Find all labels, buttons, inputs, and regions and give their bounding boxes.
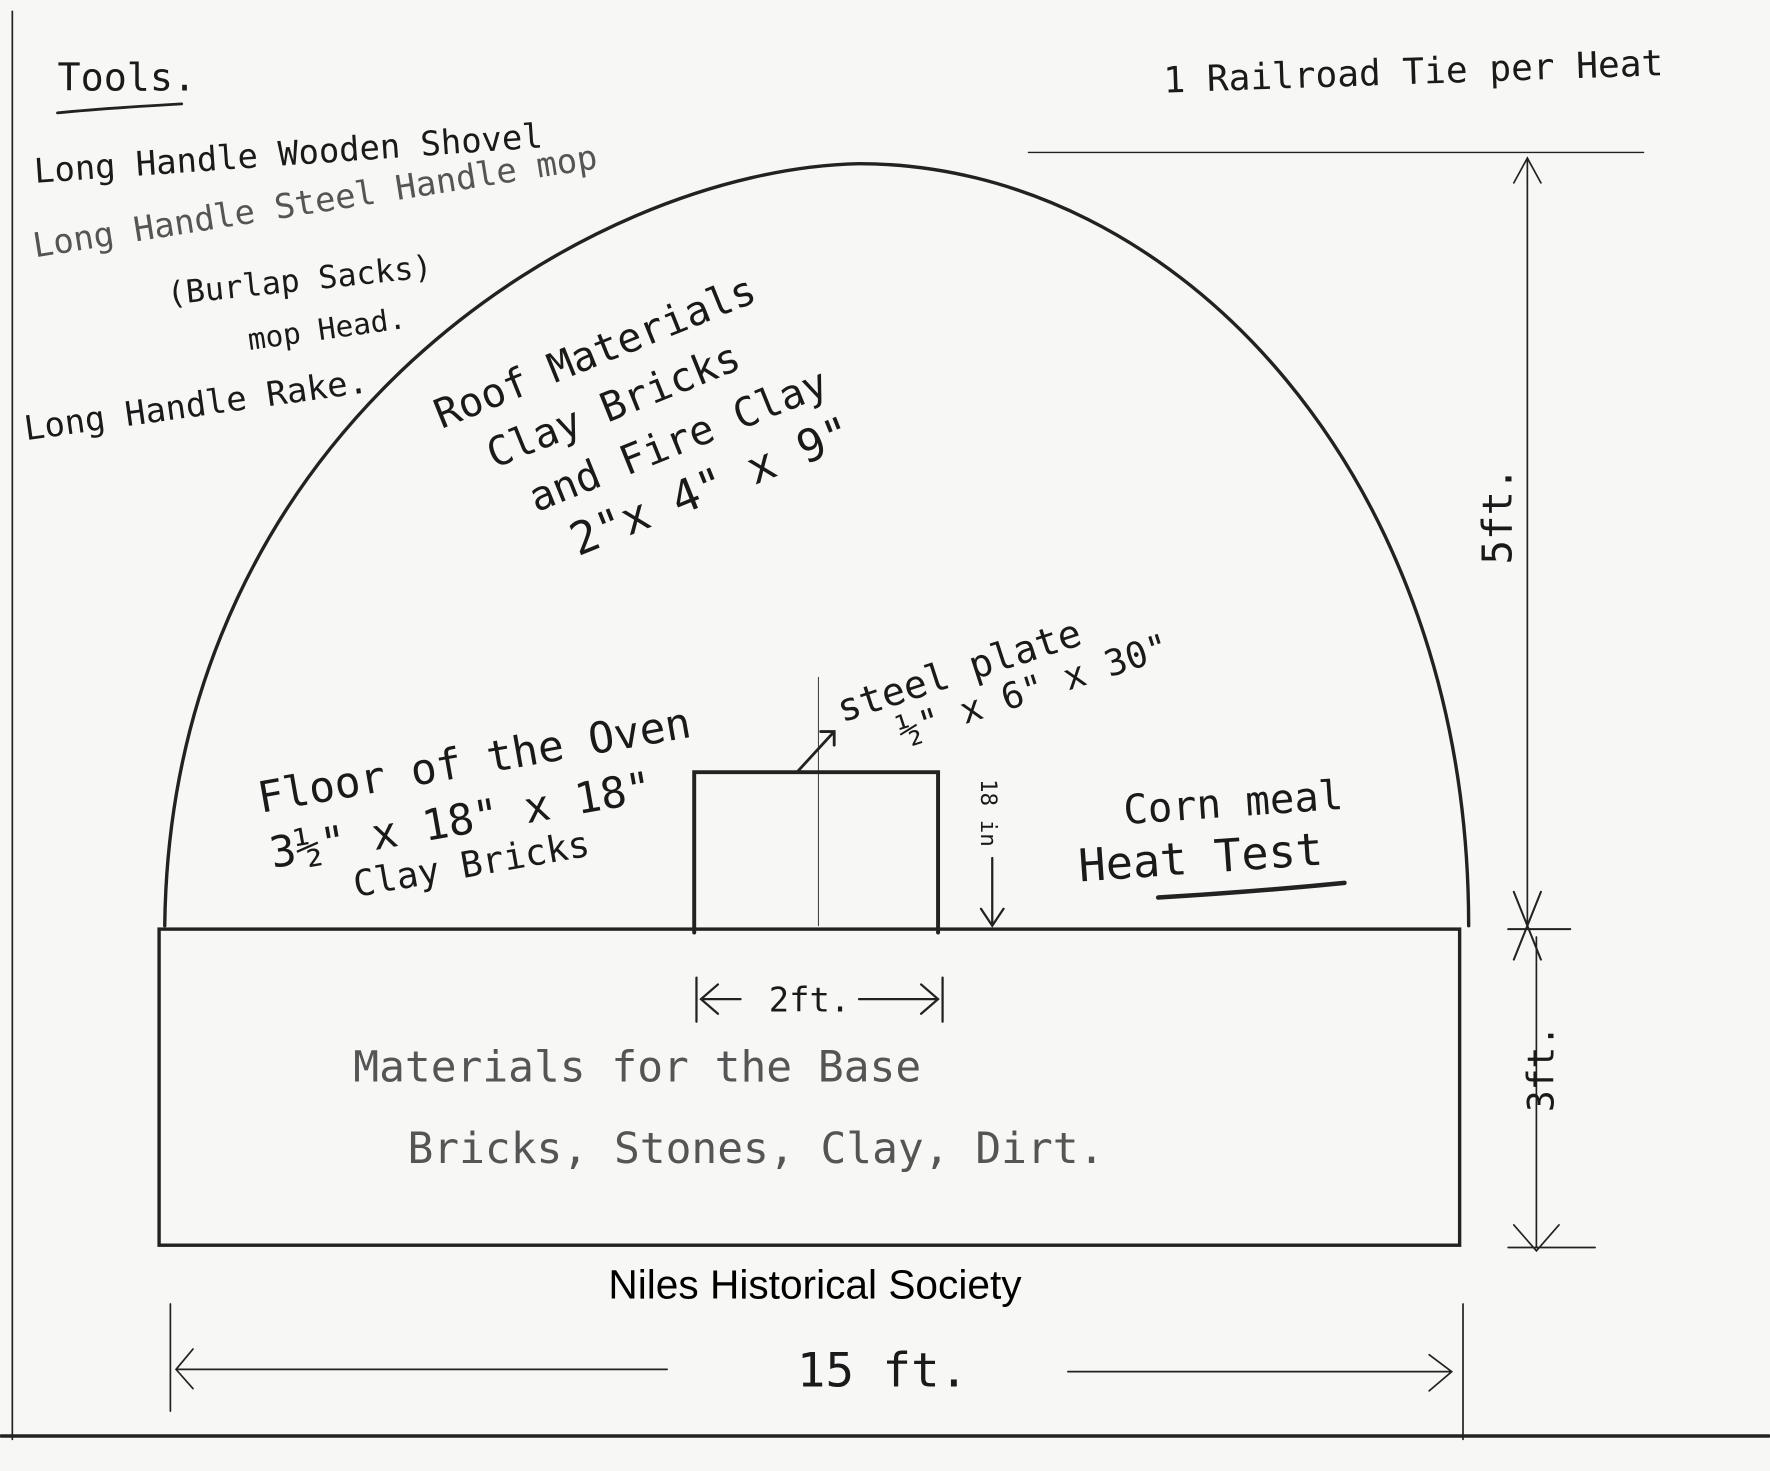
tools-underline [56, 102, 184, 115]
total-width-arrow [169, 1303, 1464, 1441]
heat-test-line: Heat Test [1077, 823, 1325, 893]
total-width-label: 15 ft. [797, 1343, 968, 1398]
dome-outline [163, 162, 1471, 928]
door-height-arrow [970, 856, 1013, 931]
base-height-label: 3ft. [1519, 1025, 1562, 1112]
dome-height-arrow [1512, 156, 1542, 927]
tools-heading: Tools. [57, 55, 196, 100]
base-height-arrow [1507, 936, 1596, 1253]
steel-plate-arrow [795, 730, 836, 774]
tool-item: mop Head. [246, 301, 408, 357]
base-line: Bricks, Stones, Clay, Dirt. [407, 1124, 1104, 1174]
oven-door [692, 770, 941, 935]
heat-test-note: Corn meal Heat Test [1077, 771, 1345, 893]
steel-plate-note: steel plate ½" x 6" x 30" [831, 611, 1174, 753]
door-width-arrow [695, 976, 944, 1023]
floor-note: Floor of the Oven 3½" x 18" x 18" Clay B… [254, 698, 695, 906]
roof-materials-note: Roof Materials Clay Bricks and Fire Clay… [427, 265, 859, 566]
fuel-note: 1 Railroad Tie per Heat [1163, 41, 1664, 101]
dome-height-label: 5ft. [1474, 467, 1522, 565]
watermark: Niles Historical Society [608, 1261, 1022, 1307]
dome-base-marker [1507, 890, 1572, 961]
door-width-label: 2ft. [769, 981, 851, 1020]
base-line: Materials for the Base [353, 1043, 921, 1093]
door-height-label: 18 in [975, 779, 1001, 847]
heat-test-underline [1155, 880, 1347, 900]
tool-item: Long Handle Rake. [22, 361, 371, 448]
base-rectangle [157, 927, 1462, 1247]
